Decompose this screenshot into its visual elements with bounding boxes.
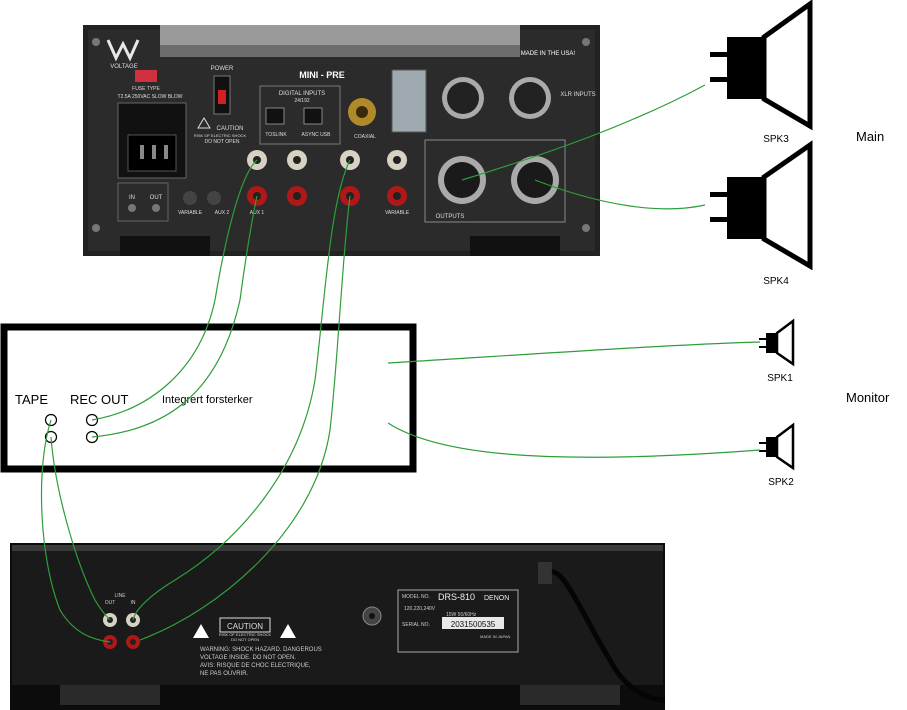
xlr-inputs-label: XLR INPUTS xyxy=(560,92,595,98)
fuse-type-label: FUSE TYPE xyxy=(132,86,160,92)
deck-warning-line-1: WARNING: SHOCK HAZARD. DANGEROUS xyxy=(200,647,322,653)
caution-sub-label: RISK OF ELECTRIC SHOCK xyxy=(194,133,247,138)
speaker-magnet xyxy=(766,437,777,457)
model-label: MINI - PRE xyxy=(299,70,345,80)
speaker-cone-icon xyxy=(761,0,813,131)
wire-preamp-to-deck-left xyxy=(132,159,351,621)
wire-preamp-to-deck-right xyxy=(139,195,351,641)
aux2-label: AUX 2 xyxy=(215,210,230,216)
speaker-spk3 xyxy=(710,0,813,131)
usb-port[interactable] xyxy=(303,107,323,125)
trigger-out-jack[interactable] xyxy=(152,204,160,212)
trigger-out-label: OUT xyxy=(150,195,163,201)
deck-serial-value: 2031500535 xyxy=(451,620,496,629)
wire-xlr-right-to-spk3 xyxy=(461,84,706,181)
monitor-group-label: Monitor xyxy=(846,390,890,405)
deck-voltage-label: 120,220,240V xyxy=(404,606,436,612)
toslink-port[interactable] xyxy=(265,107,285,125)
wire-recout-to-aux1-right xyxy=(91,195,258,438)
variable-label: VARIABLE xyxy=(178,210,203,216)
warning-triangle-icon xyxy=(197,117,211,129)
deck-power-rating-label: 15W 50/60Hz xyxy=(446,612,477,618)
deck-warning-line-3: AVIS: RISQUE DE CHOC ELECTRIQUE, xyxy=(200,663,311,669)
speaker-cone-icon xyxy=(775,318,795,367)
aux1-label: AUX 1 xyxy=(250,210,265,216)
screw-icon xyxy=(92,38,100,46)
deck-made-in-label: MADE IN JAPAN xyxy=(480,634,510,639)
wire-amp-to-spk1 xyxy=(387,341,761,364)
fuse-rating-label: T2.5A 250VAC SLOW BLOW xyxy=(118,94,183,100)
caution-label: CAUTION xyxy=(217,126,244,132)
wire-tape-to-deck-lower xyxy=(50,436,111,621)
screw-icon xyxy=(92,224,100,232)
deck-warning-line-2: VOLTAGE INSIDE. DO NOT OPEN. xyxy=(200,655,296,661)
outputs-panel xyxy=(424,139,566,223)
speaker-magnet xyxy=(766,333,777,353)
coaxial-label: COAXIAL xyxy=(354,134,376,140)
spk3-label: SPK3 xyxy=(763,134,789,145)
amplifier-title: Integrert forsterker xyxy=(162,394,253,406)
wire-recout-to-aux1-left xyxy=(91,159,258,421)
line-in-label: IN xyxy=(131,600,136,606)
integrated-amplifier-box xyxy=(0,323,417,473)
voltage-selector[interactable] xyxy=(135,70,157,82)
main-group-label: Main xyxy=(856,129,884,144)
power-label: POWER xyxy=(211,66,234,72)
wire-tape-to-deck-upper xyxy=(40,419,111,643)
deck-caution-sub-label: RISK OF ELECTRIC SHOCK xyxy=(219,632,272,637)
trigger-in-jack[interactable] xyxy=(128,204,136,212)
line-label: LINE xyxy=(114,593,126,599)
deck-warning-line-4: NE PAS OUVRIR. xyxy=(200,671,249,677)
digital-rate-label: 24/192 xyxy=(294,98,310,104)
tape-label: TAPE xyxy=(15,392,48,407)
digital-inputs-label: DIGITAL INPUTS xyxy=(279,91,325,97)
preamp-device: VOLTAGE FUSE TYPE T2.5A 250VAC SLOW BLOW… xyxy=(83,25,600,256)
caution-sub-label-2: DO NOT OPEN xyxy=(205,139,240,145)
warning-triangle-icon xyxy=(280,624,296,638)
serial-no-label: SERIAL NO. xyxy=(402,622,430,628)
deck-model-label: DRS-810 xyxy=(438,592,475,602)
spk2-label: SPK2 xyxy=(768,477,794,488)
variable-out-label: VARIABLE xyxy=(385,210,410,216)
speaker-magnet xyxy=(727,37,764,99)
deck-info-plate xyxy=(397,589,519,653)
spk4-label: SPK4 xyxy=(763,276,789,287)
speaker-cone-icon xyxy=(775,422,795,471)
speaker-magnet xyxy=(727,177,764,239)
wire-amp-to-spk2 xyxy=(387,422,761,458)
deck-brand-label: DENON xyxy=(484,595,509,602)
speaker-spk1 xyxy=(759,318,795,367)
warning-triangle-icon xyxy=(193,624,209,638)
rec-out-label: REC OUT xyxy=(70,392,129,407)
serial-sticker xyxy=(391,69,427,133)
power-cord xyxy=(551,569,666,703)
power-cord-plug xyxy=(538,562,552,584)
toslink-label: TOSLINK xyxy=(265,132,287,138)
screw-icon xyxy=(582,38,590,46)
brand-logo-icon xyxy=(106,39,140,62)
spk1-label: SPK1 xyxy=(767,373,793,384)
tape-deck-device: LINE OUT IN CAUTION RISK OF ELECTRIC SHO… xyxy=(10,543,666,710)
deck-caution-sub-label-2: DO NOT OPEN xyxy=(231,637,259,642)
speaker-spk2 xyxy=(759,422,795,471)
wiring xyxy=(40,84,761,643)
line-out-label: OUT xyxy=(105,600,116,606)
deck-caution-label: CAUTION xyxy=(227,622,263,631)
speaker-spk4 xyxy=(710,140,813,271)
speaker-cone-icon xyxy=(761,140,813,271)
wire-xlr-left-to-spk4 xyxy=(534,179,706,210)
made-in-label: MADE IN THE USA! xyxy=(521,51,576,57)
outputs-label: OUTPUTS xyxy=(436,214,465,220)
model-no-label: MODEL NO. xyxy=(402,594,430,600)
voltage-label: VOLTAGE xyxy=(110,64,137,70)
screw-icon xyxy=(582,224,590,232)
trigger-in-label: IN xyxy=(129,195,135,201)
usb-label: ASYNC USB xyxy=(302,132,332,138)
